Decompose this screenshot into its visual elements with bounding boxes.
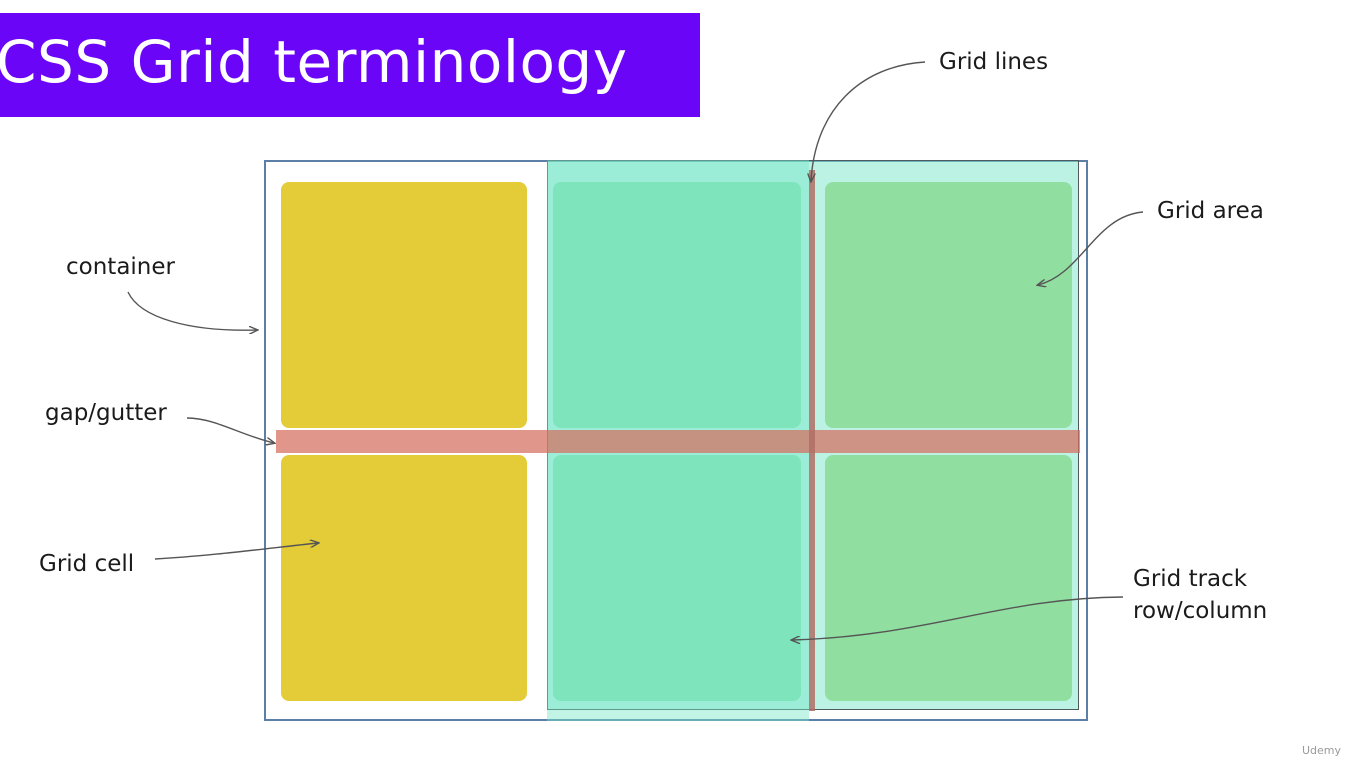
title-banner: CSS Grid terminology (0, 13, 700, 117)
label-grid-area: Grid area (1157, 198, 1264, 224)
label-grid-lines: Grid lines (939, 49, 1049, 75)
label-container: container (66, 254, 175, 280)
slide-title: CSS Grid terminology (0, 28, 628, 96)
label-gap-gutter: gap/gutter (45, 400, 167, 426)
label-grid-cell: Grid cell (39, 551, 135, 577)
arrow-container (127, 291, 257, 330)
udemy-watermark: Udemy (1302, 744, 1342, 757)
label-row-column: row/column (1133, 598, 1268, 624)
arrow-grid-lines (811, 61, 926, 181)
label-grid-track: Grid track (1133, 566, 1248, 592)
arrow-grid-track (792, 596, 1124, 640)
arrow-grid-cell (154, 543, 318, 560)
grid-cell-r1c1 (281, 182, 527, 428)
gap-gutter-bar (276, 430, 1080, 453)
arrow-gap-gutter (186, 417, 274, 443)
arrow-grid-area (1038, 211, 1144, 285)
grid-line-marker (809, 170, 815, 711)
grid-cell-r2c1 (281, 455, 527, 701)
